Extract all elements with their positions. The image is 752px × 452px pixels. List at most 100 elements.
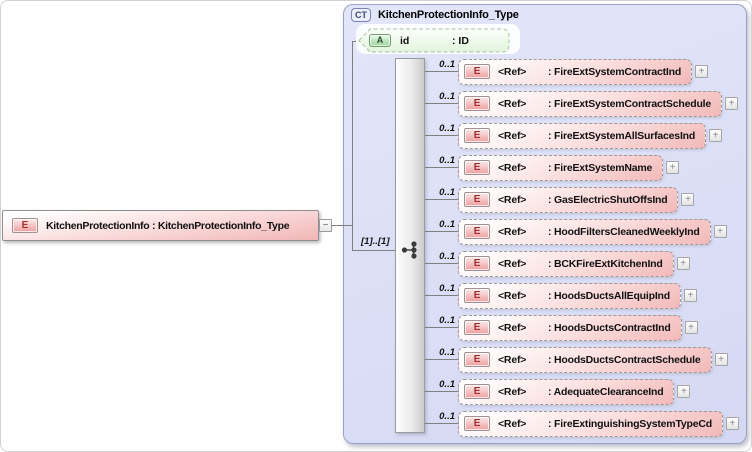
element-icon: E [464, 288, 490, 303]
expand-icon[interactable]: + [684, 321, 698, 334]
sequence-icon [401, 241, 417, 259]
connector-line: 0..1 [425, 219, 458, 232]
element-ref-box[interactable]: E <Ref> : HoodFiltersCleanedWeeklyInd [458, 218, 711, 245]
attribute-type: : ID [452, 34, 469, 47]
expand-icon[interactable]: + [695, 65, 709, 78]
connector-line: 0..1 [425, 347, 458, 360]
cardinality-label: 0..1 [439, 123, 455, 134]
expand-icon[interactable]: + [681, 193, 695, 206]
element-ref-box[interactable]: E <Ref> : FireExtSystemContractInd [458, 58, 693, 85]
element-icon: E [464, 224, 490, 239]
expand-icon[interactable]: + [677, 385, 691, 398]
expand-icon[interactable]: + [709, 129, 723, 142]
element-ref-box[interactable]: E <Ref> : AdequateClearanceInd [458, 378, 675, 405]
connector-line: 0..1 [425, 155, 458, 168]
element-ref-label: <Ref> [498, 321, 527, 334]
cardinality-label: 0..1 [439, 283, 455, 294]
element-name: : FireExtSystemName [548, 161, 653, 174]
element-icon: E [464, 192, 490, 207]
element-name: : GasElectricShutOffsInd [548, 193, 668, 206]
element-row: 0..1 E <Ref> : BCKFireExtKitchenInd + [425, 250, 690, 277]
element-name: : HoodsDuctsContractInd [548, 321, 671, 334]
element-icon: E [464, 384, 490, 399]
element-name: : HoodFiltersCleanedWeeklyInd [548, 225, 700, 238]
element-ref-box[interactable]: E <Ref> : GasElectricShutOffsInd [458, 186, 679, 213]
element-ref-box[interactable]: E <Ref> : FireExtSystemAllSurfacesInd [458, 122, 707, 149]
cardinality-label: 0..1 [439, 91, 455, 102]
connector-line: 0..1 [425, 379, 458, 392]
expand-icon[interactable]: + [676, 257, 690, 270]
element-ref-label: <Ref> [498, 193, 527, 206]
root-element-node[interactable]: E KitchenProtectionInfo : KitchenProtect… [2, 210, 319, 241]
element-row: 0..1 E <Ref> : FireExtSystemContractInd … [425, 58, 709, 85]
expand-icon[interactable]: + [714, 353, 728, 366]
attribute-name: id [400, 34, 410, 47]
connector-line [332, 225, 353, 226]
element-name: : AdequateClearanceInd [548, 385, 664, 398]
connector-line: 0..1 [425, 59, 458, 72]
connector-trunk-line [352, 41, 353, 251]
complex-type-title: KitchenProtectionInfo_Type [378, 9, 519, 21]
expand-icon[interactable]: + [683, 289, 697, 302]
element-icon: E [464, 416, 490, 431]
element-row: 0..1 E <Ref> : HoodsDuctsAllEquipInd + [425, 282, 697, 309]
element-ref-box[interactable]: E <Ref> : HoodsDuctsContractSchedule [458, 346, 712, 373]
element-ref-box[interactable]: E <Ref> : HoodsDuctsContractInd [458, 314, 682, 341]
element-ref-label: <Ref> [498, 257, 527, 270]
connector-line: 0..1 [425, 315, 458, 328]
element-row: 0..1 E <Ref> : HoodsDuctsContractSchedul… [425, 346, 728, 373]
cardinality-label: 0..1 [439, 379, 455, 390]
element-icon: E [464, 256, 490, 271]
expand-icon[interactable]: + [725, 97, 739, 110]
connector-line: 0..1 [425, 91, 458, 104]
element-icon: E [464, 160, 490, 175]
root-element-type: KitchenProtectionInfo_Type [157, 219, 290, 232]
element-icon: E [464, 64, 490, 79]
connector-line: 0..1 [425, 187, 458, 200]
element-icon: E [464, 128, 490, 143]
root-element-name: KitchenProtectionInfo [46, 219, 150, 232]
cardinality-label: 0..1 [439, 187, 455, 198]
element-icon: E [464, 96, 490, 111]
element-row: 0..1 E <Ref> : HoodsDuctsContractInd + [425, 314, 698, 341]
connector-line: 0..1 [425, 123, 458, 136]
attribute-icon: A [369, 34, 391, 47]
cardinality-label: 0..1 [439, 411, 455, 422]
element-ref-label: <Ref> [498, 129, 527, 142]
element-name: : HoodsDuctsAllEquipInd [548, 289, 670, 302]
connector-line: 0..1 [425, 283, 458, 296]
element-row: 0..1 E <Ref> : FireExtinguishingSystemTy… [425, 410, 739, 437]
element-name: : FireExtSystemAllSurfacesInd [548, 129, 696, 142]
element-icon: E [464, 320, 490, 335]
sequence-cardinality-label: [1]..[1] [361, 236, 390, 247]
element-ref-box[interactable]: E <Ref> : BCKFireExtKitchenInd [458, 250, 674, 277]
element-ref-label: <Ref> [498, 65, 527, 78]
expand-icon[interactable]: + [713, 225, 727, 238]
expand-icon[interactable]: + [666, 161, 680, 174]
element-row: 0..1 E <Ref> : GasElectricShutOffsInd + [425, 186, 695, 213]
attribute-shape[interactable] [358, 27, 512, 54]
sequence-connector-line [353, 250, 395, 251]
element-ref-label: <Ref> [498, 225, 527, 238]
cardinality-label: 0..1 [439, 251, 455, 262]
collapse-toggle[interactable]: − [319, 219, 332, 232]
element-name: : FireExtSystemContractSchedule [548, 97, 712, 110]
element-ref-box[interactable]: E <Ref> : FireExtSystemContractSchedule [458, 90, 723, 117]
attribute-row[interactable]: A id : ID [369, 31, 469, 50]
expand-icon[interactable]: + [725, 417, 739, 430]
element-ref-box[interactable]: E <Ref> : FireExtinguishingSystemTypeCd [458, 410, 723, 437]
element-ref-label: <Ref> [498, 289, 527, 302]
element-ref-box[interactable]: E <Ref> : FireExtSystemName [458, 154, 664, 181]
element-name: : FireExtSystemContractInd [548, 65, 682, 78]
element-row: 0..1 E <Ref> : FireExtSystemName + [425, 154, 680, 181]
element-ref-label: <Ref> [498, 97, 527, 110]
cardinality-label: 0..1 [439, 219, 455, 230]
element-icon: E [12, 218, 38, 233]
sequence-bar[interactable] [395, 58, 425, 433]
element-name: : FireExtinguishingSystemTypeCd [548, 417, 712, 430]
connector-line: 0..1 [425, 251, 458, 264]
element-ref-box[interactable]: E <Ref> : HoodsDuctsAllEquipInd [458, 282, 681, 309]
element-name: : HoodsDuctsContractSchedule [548, 353, 701, 366]
cardinality-label: 0..1 [439, 315, 455, 326]
